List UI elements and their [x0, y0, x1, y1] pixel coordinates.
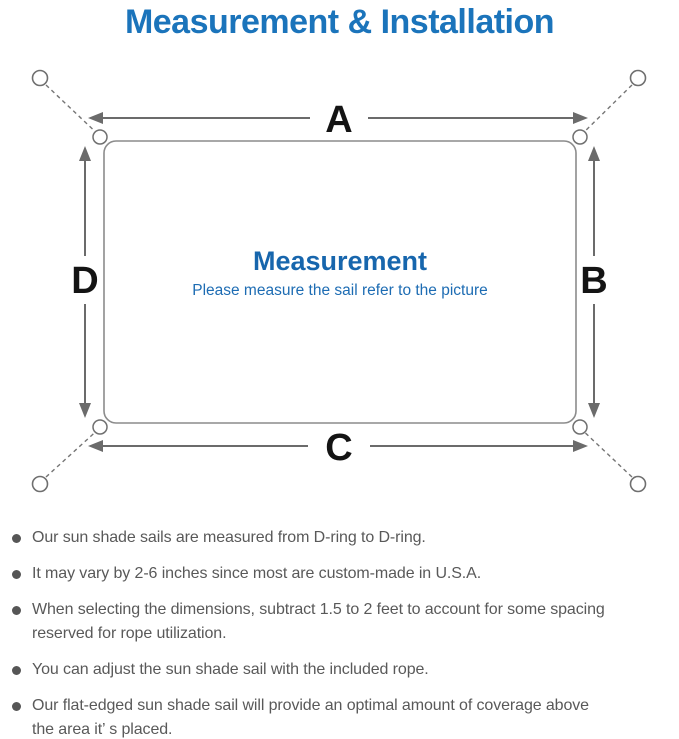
dimension-label-a: A: [325, 99, 352, 141]
note-item: Our flat-edged sun shade sail will provi…: [0, 694, 679, 739]
page-title: Measurement & Installation: [124, 3, 555, 41]
sail-outline: [103, 140, 577, 424]
dashed-line-bottom-left: [45, 425, 103, 478]
anchor-point-top-right: [629, 69, 647, 87]
bullet-icon: [12, 606, 21, 615]
dimension-arrow-b: B: [580, 146, 608, 418]
d-ring-top-left: [92, 129, 108, 145]
note-item: Our sun shade sails are measured from D-…: [0, 526, 679, 550]
arrow-d-down-head: [79, 403, 91, 418]
arrow-a-left-head: [88, 112, 103, 124]
dimension-label-b: B: [580, 260, 607, 302]
anchor-point-top-left: [31, 69, 49, 87]
note-text: Our sun shade sails are measured from D-…: [32, 529, 426, 546]
bullet-icon: [12, 570, 21, 579]
anchor-point-bottom-left: [31, 475, 49, 493]
dimension-label-d: D: [71, 260, 98, 302]
arrow-c-right-head: [573, 440, 588, 452]
note-text: It may vary by 2-6 inches since most are…: [32, 565, 482, 582]
bullet-icon: [12, 534, 21, 543]
dimension-label-c: C: [325, 427, 352, 469]
note-text: reserved for rope utilization.: [32, 625, 227, 642]
note-text: Our flat-edged sun shade sail will provi…: [32, 697, 589, 714]
note-text: You can adjust the sun shade sail with t…: [32, 661, 429, 678]
dashed-line-bottom-right: [577, 425, 633, 478]
dashed-line-top-right: [577, 84, 633, 139]
dashed-line-top-left: [45, 84, 103, 139]
dimension-arrow-c: C: [88, 427, 588, 469]
diagram-heading: Measurement: [253, 246, 427, 276]
measurement-diagram: A C D B Measurement Please meas: [31, 69, 647, 493]
arrow-a-right-head: [573, 112, 588, 124]
d-ring-bottom-right: [572, 419, 588, 435]
dimension-arrow-d: D: [71, 146, 99, 418]
bullet-icon: [12, 666, 21, 675]
anchor-point-bottom-right: [629, 475, 647, 493]
dimension-arrow-a: A: [88, 99, 588, 141]
note-item: When selecting the dimensions, subtract …: [0, 598, 679, 646]
bullet-icon: [12, 702, 21, 711]
d-ring-top-right: [572, 129, 588, 145]
arrow-d-up-head: [79, 146, 91, 161]
d-ring-bottom-left: [92, 419, 108, 435]
arrow-c-left-head: [88, 440, 103, 452]
notes-list: Our sun shade sails are measured from D-…: [0, 526, 679, 739]
diagram-subtext: Please measure the sail refer to the pic…: [192, 282, 488, 299]
note-text: When selecting the dimensions, subtract …: [32, 601, 605, 618]
note-text: the area it’ s placed.: [32, 721, 173, 738]
note-item: It may vary by 2-6 inches since most are…: [0, 562, 679, 586]
arrow-b-up-head: [588, 146, 600, 161]
arrow-b-down-head: [588, 403, 600, 418]
note-item: You can adjust the sun shade sail with t…: [0, 658, 679, 682]
